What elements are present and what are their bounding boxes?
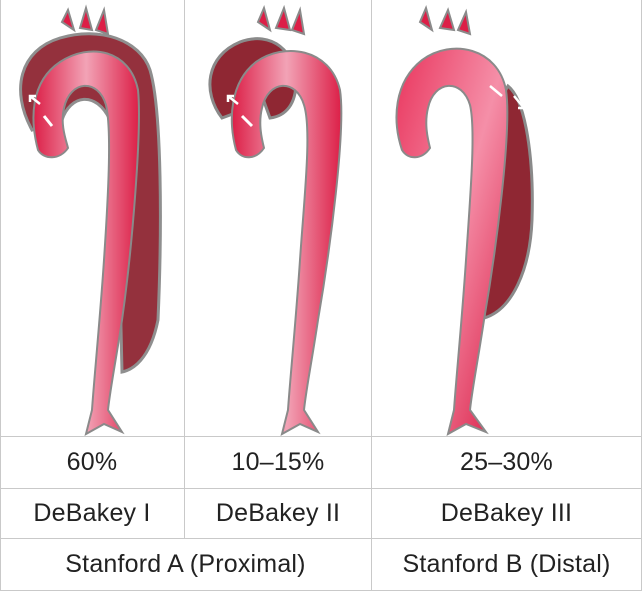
branch-vessels (256, 4, 306, 36)
label-debakey-i: DeBakey I (33, 499, 151, 527)
true-lumen (230, 50, 343, 436)
grid-line-outer-left (0, 0, 1, 591)
entry-arrow (489, 85, 503, 97)
percentage-debakey-ii: 10–15% (231, 448, 325, 476)
true-lumen (32, 50, 140, 436)
grid-line-row3 (0, 538, 642, 539)
aorta-debakey-ii (208, 4, 343, 436)
entry-arrow (240, 114, 254, 128)
label-debakey-iii: DeBakey III (440, 499, 573, 527)
label-debakey-ii: DeBakey II (215, 499, 341, 527)
true-lumen (395, 47, 509, 436)
entry-arrow (513, 95, 526, 110)
percentage-debakey-i: 60% (66, 448, 118, 476)
percentage-debakey-iii: 25–30% (460, 448, 553, 476)
grid-line-row1 (0, 436, 642, 437)
entry-arrow (226, 94, 239, 105)
grid-line-col1 (184, 0, 185, 538)
label-stanford-a: Stanford A (Proximal) (65, 550, 306, 578)
grid-line-col2 (371, 0, 372, 591)
grid-line-row2 (0, 488, 642, 489)
label-stanford-b: Stanford B (Distal) (402, 550, 611, 578)
false-lumen (482, 83, 534, 321)
branch-vessels (418, 4, 472, 36)
entry-arrow (28, 94, 41, 105)
entry-arrow (42, 115, 54, 127)
aorta-debakey-iii (395, 4, 534, 436)
aorta-debakey-i (19, 4, 162, 436)
aorta-illustrations (19, 4, 534, 436)
branch-vessels (60, 4, 110, 36)
